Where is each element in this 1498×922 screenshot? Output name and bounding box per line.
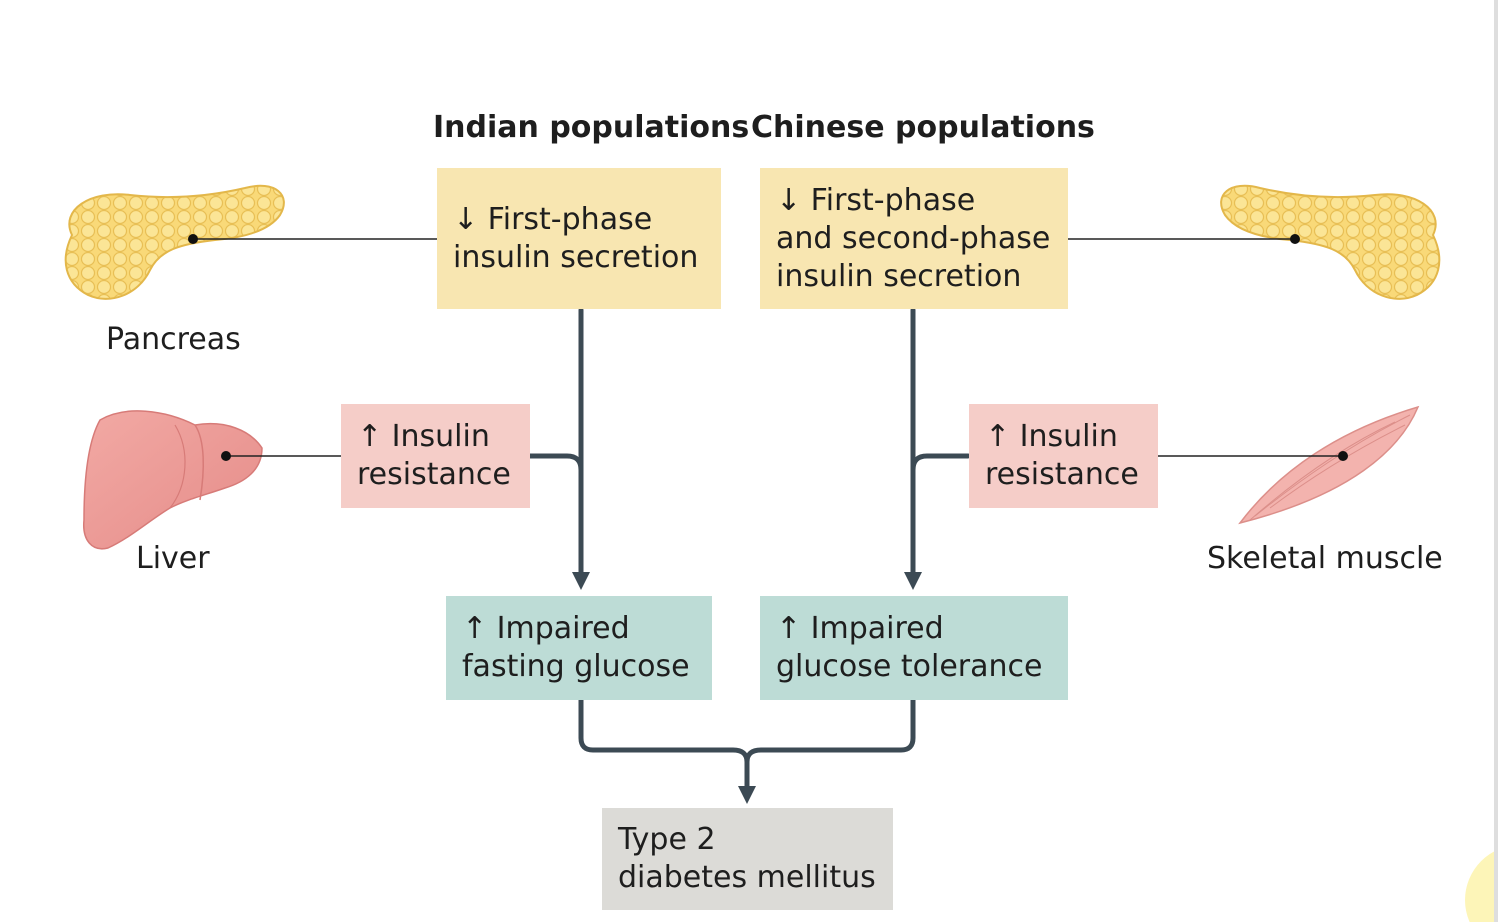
- flow-arrows: [527, 307, 971, 793]
- liver-label: Liver: [136, 541, 210, 576]
- corner-highlight: [1465, 849, 1498, 922]
- chinese-secretion-text: ↓ First-phase and second-phase insulin s…: [776, 182, 1051, 294]
- leader-lines: [193, 238, 1343, 457]
- chinese-resistance-text: ↑ Insulin resistance: [985, 419, 1139, 492]
- header-chinese: Chinese populations: [751, 110, 1095, 145]
- indian-secretion-box: ↓ First-phase insulin secretion: [437, 168, 721, 309]
- pancreas-label: Pancreas: [106, 322, 241, 357]
- indian-resistance-text: ↑ Insulin resistance: [357, 419, 511, 492]
- type2-diabetes-text: Type 2 diabetes mellitus: [618, 822, 876, 895]
- chinese-secretion-box: ↓ First-phase and second-phase insulin s…: [760, 168, 1068, 309]
- pancreas-left-icon: [64, 184, 285, 300]
- indian-resistance-box: ↑ Insulin resistance: [341, 404, 530, 508]
- impaired-fasting-glucose-box: ↑ Impaired fasting glucose: [446, 596, 712, 700]
- arrowhead-ifg: [572, 572, 590, 590]
- indian-secretion-text: ↓ First-phase insulin secretion: [453, 201, 699, 275]
- impaired-glucose-tolerance-text: ↑ Impaired glucose tolerance: [776, 611, 1043, 684]
- skeletal-muscle-label: Skeletal muscle: [1207, 541, 1443, 576]
- arrowhead-igt: [904, 572, 922, 590]
- chinese-resistance-box: ↑ Insulin resistance: [969, 404, 1158, 508]
- type2-diabetes-box: Type 2 diabetes mellitus: [602, 808, 893, 910]
- header-indian: Indian populations: [433, 110, 750, 145]
- skeletal-muscle-icon: [1238, 405, 1420, 525]
- liver-icon: [83, 410, 263, 550]
- impaired-fasting-glucose-text: ↑ Impaired fasting glucose: [462, 611, 690, 684]
- liver-dot: [221, 451, 231, 461]
- pancreas-left-dot: [188, 234, 198, 244]
- pancreas-right-dot: [1290, 234, 1300, 244]
- impaired-glucose-tolerance-box: ↑ Impaired glucose tolerance: [760, 596, 1068, 700]
- muscle-dot: [1338, 451, 1348, 461]
- arrowhead-t2dm: [738, 786, 756, 804]
- scrollbar-track[interactable]: [1494, 0, 1498, 922]
- pancreas-right-icon: [1220, 184, 1441, 300]
